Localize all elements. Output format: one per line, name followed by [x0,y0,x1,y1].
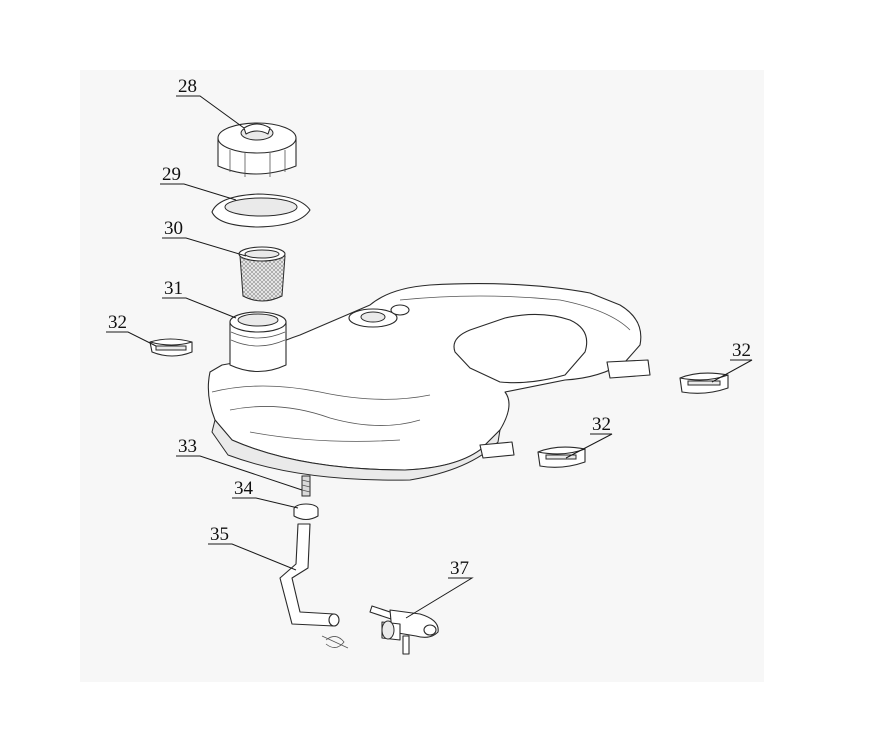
callout-32-middle: 32 [592,414,611,435]
callout-30: 30 [164,218,183,239]
callout-37: 37 [450,558,469,579]
leader-lines [106,95,753,619]
callout-35: 35 [210,524,229,545]
rubber-pad-right [679,372,729,394]
rubber-pad-left [149,338,193,357]
callout-31: 31 [164,278,183,299]
cap-gasket [211,193,311,228]
callout-29: 29 [162,164,181,185]
callout-33: 33 [178,436,197,457]
fuel-hose [279,523,349,649]
callout-32-right: 32 [732,340,751,361]
filter-screen [238,246,286,302]
fuel-cap [217,122,297,177]
callout-34: 34 [234,478,254,499]
rubber-pad-middle [537,446,586,468]
callout-28: 28 [178,76,197,97]
fuel-valve [369,605,439,655]
hose-clamp [293,503,319,521]
bolt [301,475,311,497]
callout-32-left: 32 [108,312,127,333]
fuel-tank [207,283,651,481]
